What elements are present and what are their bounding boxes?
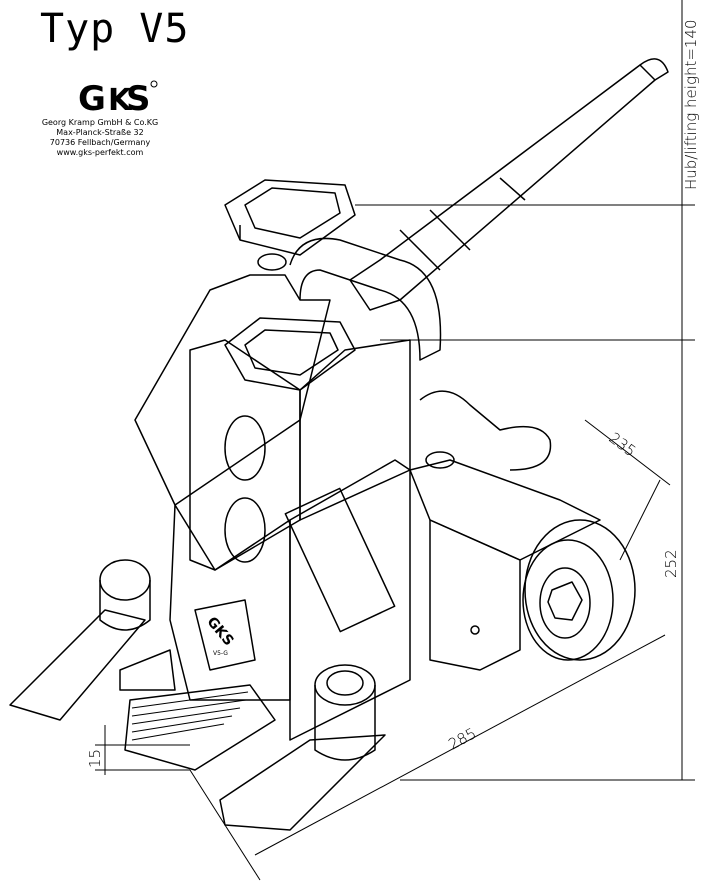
company-street: Max-Planck-Straße 32 [56,128,144,137]
company-city: 70736 Fellbach/Germany [49,138,151,147]
lifting-height-label: Hub/lifting height=140 [682,19,700,190]
jack-frame [134,237,442,741]
dimension-lines [95,0,695,881]
raised-load-plate [224,179,356,256]
handle [349,58,669,311]
company-name: Georg Kramp GmbH & Co.KG [41,118,159,127]
toe-height-dimension: 15 [86,749,104,768]
depth-dimension: 235 [606,429,640,461]
svg-text:G: G [78,80,106,114]
wheel [522,519,636,661]
gks-logo: G S K [78,80,158,114]
svg-text:K: K [108,83,133,114]
company-web: www.gks-perfekt.com [56,148,144,157]
feet [9,559,386,831]
drawing-title: Typ V5 [40,6,213,52]
title-model: V5 [139,6,190,52]
gearbox [409,390,601,671]
svg-text:V5-G: V5-G [213,650,228,657]
height-dimension: 252 [662,549,680,578]
title-prefix: Typ [40,6,116,52]
svg-text:S: S [126,80,151,114]
company-address: Georg Kramp GmbH & Co.KG Max-Planck-Stra… [30,118,170,158]
plate-label: GKS V5-G [203,614,236,657]
svg-text:GKS: GKS [203,614,236,649]
toe-ridges [131,691,249,741]
length-dimension: 285 [445,724,479,753]
